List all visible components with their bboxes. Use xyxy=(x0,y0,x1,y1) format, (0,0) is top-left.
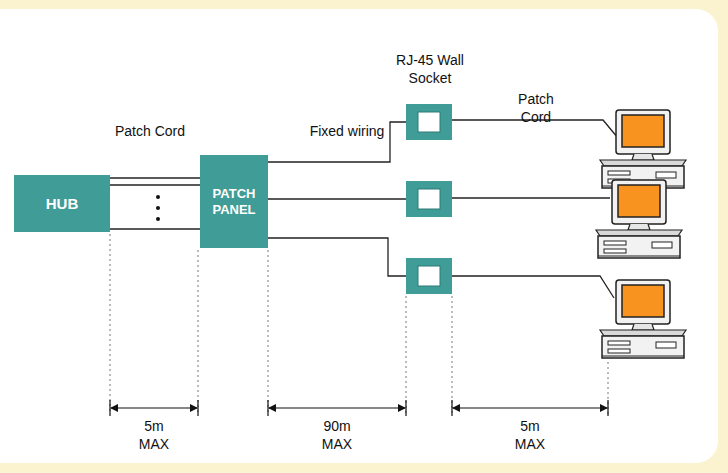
patch-cord-line xyxy=(110,177,200,178)
patch-cord-line xyxy=(110,228,200,229)
node-text: HUB xyxy=(46,195,79,213)
cable-label: Patch Cord xyxy=(100,123,200,141)
dimension-label: 5m MAX xyxy=(508,418,552,453)
hub-box: HUB xyxy=(14,175,110,232)
dimension-label: 5m MAX xyxy=(132,418,176,453)
patch-cord-line xyxy=(110,184,200,185)
dimension-label: 90m MAX xyxy=(315,418,359,453)
cable-label: Fixed wiring xyxy=(302,123,392,141)
node-text: PATCH PANEL xyxy=(204,186,264,217)
patch-panel-box: PATCH PANEL xyxy=(200,155,268,248)
socket-label: RJ-45 Wall Socket xyxy=(385,52,475,87)
wall-socket xyxy=(406,104,452,294)
cable-label: Patch Cord xyxy=(513,91,559,126)
